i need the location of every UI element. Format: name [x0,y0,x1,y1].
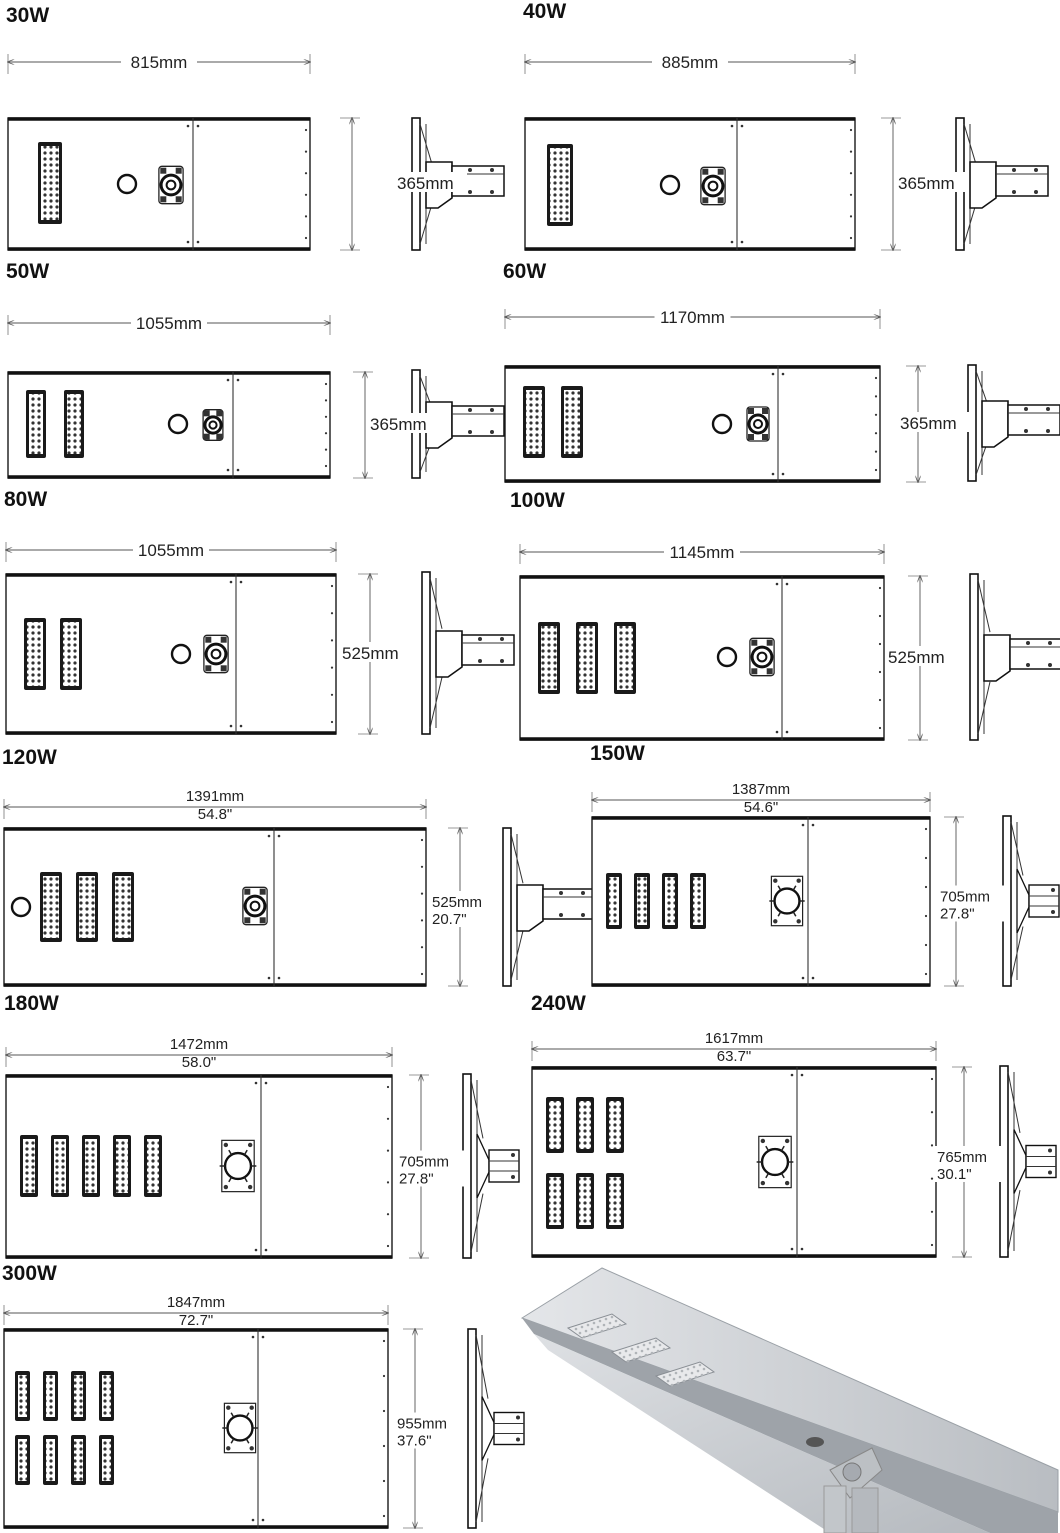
width-mm-label: 1847mm [167,1294,225,1311]
width-mm-label: 1387mm [732,781,790,798]
pir-sensor [10,896,32,918]
pir-sensor [167,413,189,435]
lamp-edge [522,1318,1058,1533]
width-mm-label: 1145mm [670,543,735,562]
height-mm-label: 955mm [397,1416,447,1433]
lamp-drawing-l3: 1055mm 365mm 80W [4,313,505,511]
height-mm-label: 525mm [888,648,945,667]
width-inch-label: 54.6" [744,799,779,816]
height-inch-label: 27.8" [399,1171,434,1188]
width-inch-label: 54.8" [198,806,233,823]
width-mm-label: 1617mm [705,1030,763,1047]
width-mm-label: 815mm [131,53,188,72]
lamp-front-view [3,827,427,987]
lamp-drawing-l2: 885mm 365mm 40W 60W [503,0,1049,283]
arm-bracket [542,888,596,920]
wattage-label: 60W [503,260,546,283]
height-mm-label: 525mm [342,644,399,663]
height-inch-label: 27.8" [940,906,975,923]
pir-sensor [659,174,681,196]
width-mm-label: 885mm [662,53,719,72]
height-mm-label: 765mm [937,1149,987,1166]
wattage-label: 180W [4,992,59,1015]
height-mm-label: 365mm [900,414,957,433]
pir-sensor [170,643,192,665]
arm-bracket [461,634,515,666]
height-mm-label: 705mm [940,889,990,906]
width-mm-label: 1055mm [138,541,204,560]
wattage-label: 120W [2,746,57,769]
arm-bracket [451,405,505,437]
height-inch-label: 20.7" [432,911,467,928]
height-mm-label: 525mm [432,894,482,911]
lamp-front-view [524,117,856,251]
width-mm-label: 1472mm [170,1036,228,1053]
wattage-label: 100W [510,489,565,512]
product-photo [520,1267,1059,1533]
wattage-label: 80W [4,488,47,511]
pir-sensor [116,173,138,195]
photo-pir-sensor [806,1437,824,1447]
lamp-front-view [3,1328,389,1529]
lamp-front-view [531,1066,937,1258]
lamp-front-view [519,575,885,741]
arm-bracket [1007,404,1060,436]
photo-led-module [610,1337,672,1363]
width-inch-label: 58.0" [182,1054,217,1071]
width-inch-label: 63.7" [717,1048,752,1065]
lamp-drawing-l6: 1145mm 525mm 150W [520,542,1060,765]
wattage-label: 50W [6,260,49,283]
side-view [969,573,979,741]
side-view [467,1328,477,1529]
height-inch-label: 37.6" [397,1433,432,1450]
pir-sensor [711,413,733,435]
side-view [502,827,512,987]
wattage-label: 30W [6,4,49,27]
width-mm-label: 1055mm [136,314,202,333]
height-mm-label: 365mm [370,415,427,434]
arm-bracket [1009,638,1060,670]
wattage-label: 150W [590,742,645,765]
wattage-label: 40W [523,0,566,23]
arm-bracket [995,165,1049,197]
photo-led-module [566,1313,628,1339]
height-inch-label: 30.1" [937,1166,972,1183]
height-mm-label: 365mm [397,174,454,193]
height-mm-label: 365mm [898,174,955,193]
width-mm-label: 1391mm [186,788,244,805]
width-mm-label: 1170mm [660,308,725,327]
lamp-drawing-l5: 1055mm 525mm 120W [2,540,515,769]
pir-sensor [716,646,738,668]
lamp-drawing-l1: 815mm 365mm 30W 50W [6,4,505,283]
photo-led-module [654,1361,716,1387]
wattage-label: 240W [531,992,586,1015]
width-inch-label: 72.7" [179,1312,214,1329]
height-mm-label: 705mm [399,1154,449,1171]
wattage-label: 300W [2,1262,57,1285]
photo-pole [823,1485,847,1533]
side-view [421,571,431,735]
lamp-drawing-l4: 1170mm 365mm 100W [505,307,1060,512]
